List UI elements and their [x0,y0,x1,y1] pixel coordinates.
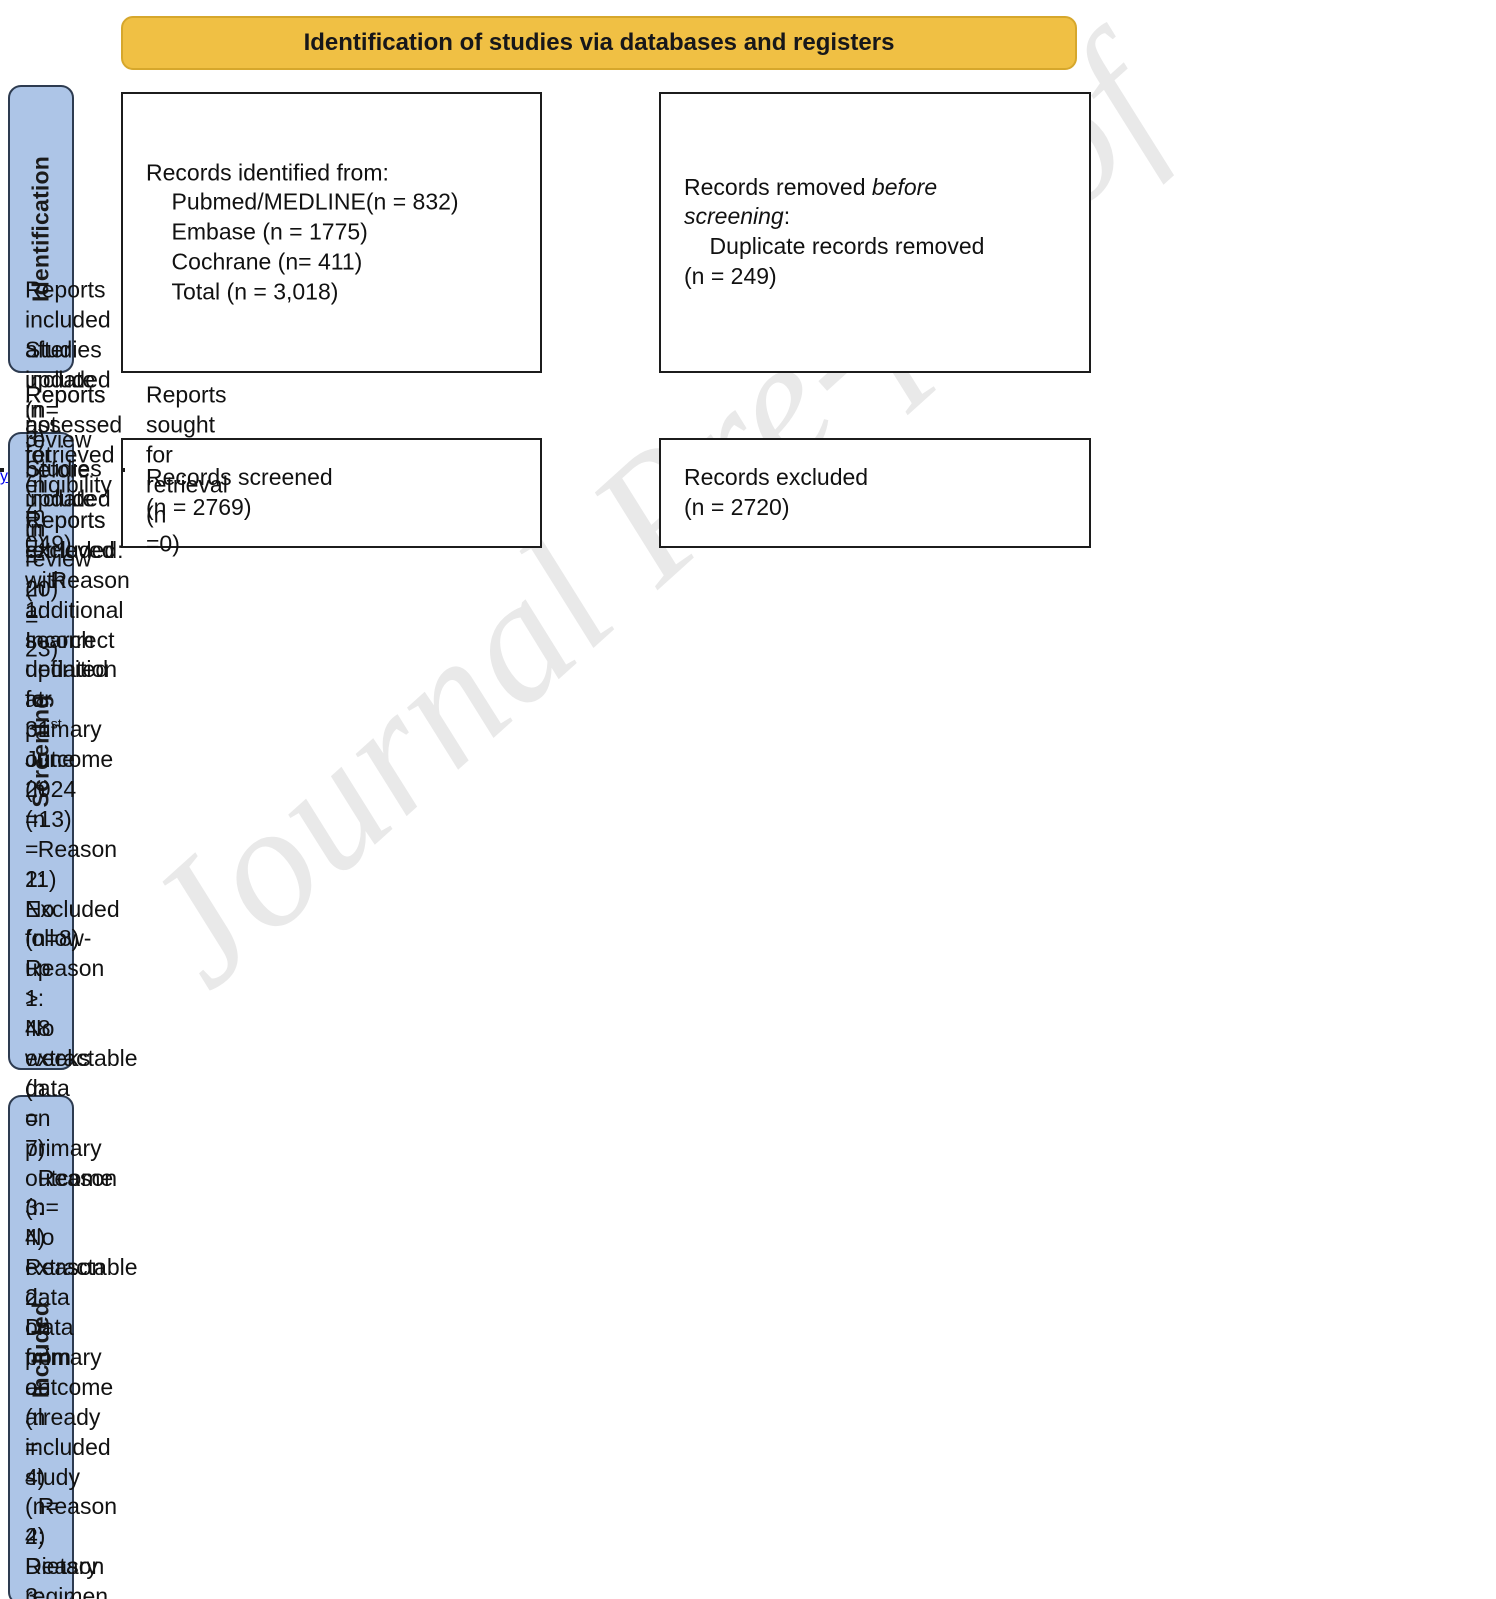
removed-line2-colon: : [783,203,791,230]
journal-preproof-watermark: Journal Pre-proof [105,9,1370,1430]
box-records-screened-text: Records screened (n = 2769) [146,464,333,520]
box-records-excluded: Records excluded (n = 2720) [659,438,1091,548]
phase-bar-identification: Identification [8,85,74,373]
diagram-header-banner: Identification of studies via databases … [121,16,1077,70]
removed-line1-italic: before [871,173,938,200]
phase-bar-screening: Screening [8,432,74,1070]
additional-rest: (n = 11) Excluded (n=8) Reason 1: No ext… [25,805,138,1599]
box-additional-search-results: Reports retrieved with additional search… [0,468,138,1599]
removed-rest: Duplicate records removed (n = 249) [684,233,985,290]
additional-line1-prefix: Reports retrieved with additional search… [25,507,130,743]
phase-bar-included: Included [8,1095,74,1599]
removed-line1-prefix: Records removed [684,173,872,200]
box-records-excluded-text: Records excluded (n = 2720) [684,464,869,520]
box-final-included-studies: Reports included after update (n= 3) Stu… [0,277,111,661]
additional-ordinal-suffix: st [50,716,62,733]
page-title: Identification of studies via databases … [303,29,895,56]
box-reports-sought-for-retrieval: Reports sought for retrieval (n =0) [121,381,228,557]
box-records-screened: Records screened (n = 2769) [121,438,542,548]
box-records-identified: Records identified from: Pubmed/MEDLINE(… [121,92,542,373]
box-records-removed-text: Records removed before screening: Duplic… [684,173,1077,293]
box-records-removed-before-screening: Records removed before screening: Duplic… [659,92,1091,373]
removed-line2-italic: screening [684,203,784,230]
box-records-identified-text: Records identified from: Pubmed/MEDLINE(… [146,158,459,305]
additional-line1-suffix: June 2024 [25,716,82,803]
